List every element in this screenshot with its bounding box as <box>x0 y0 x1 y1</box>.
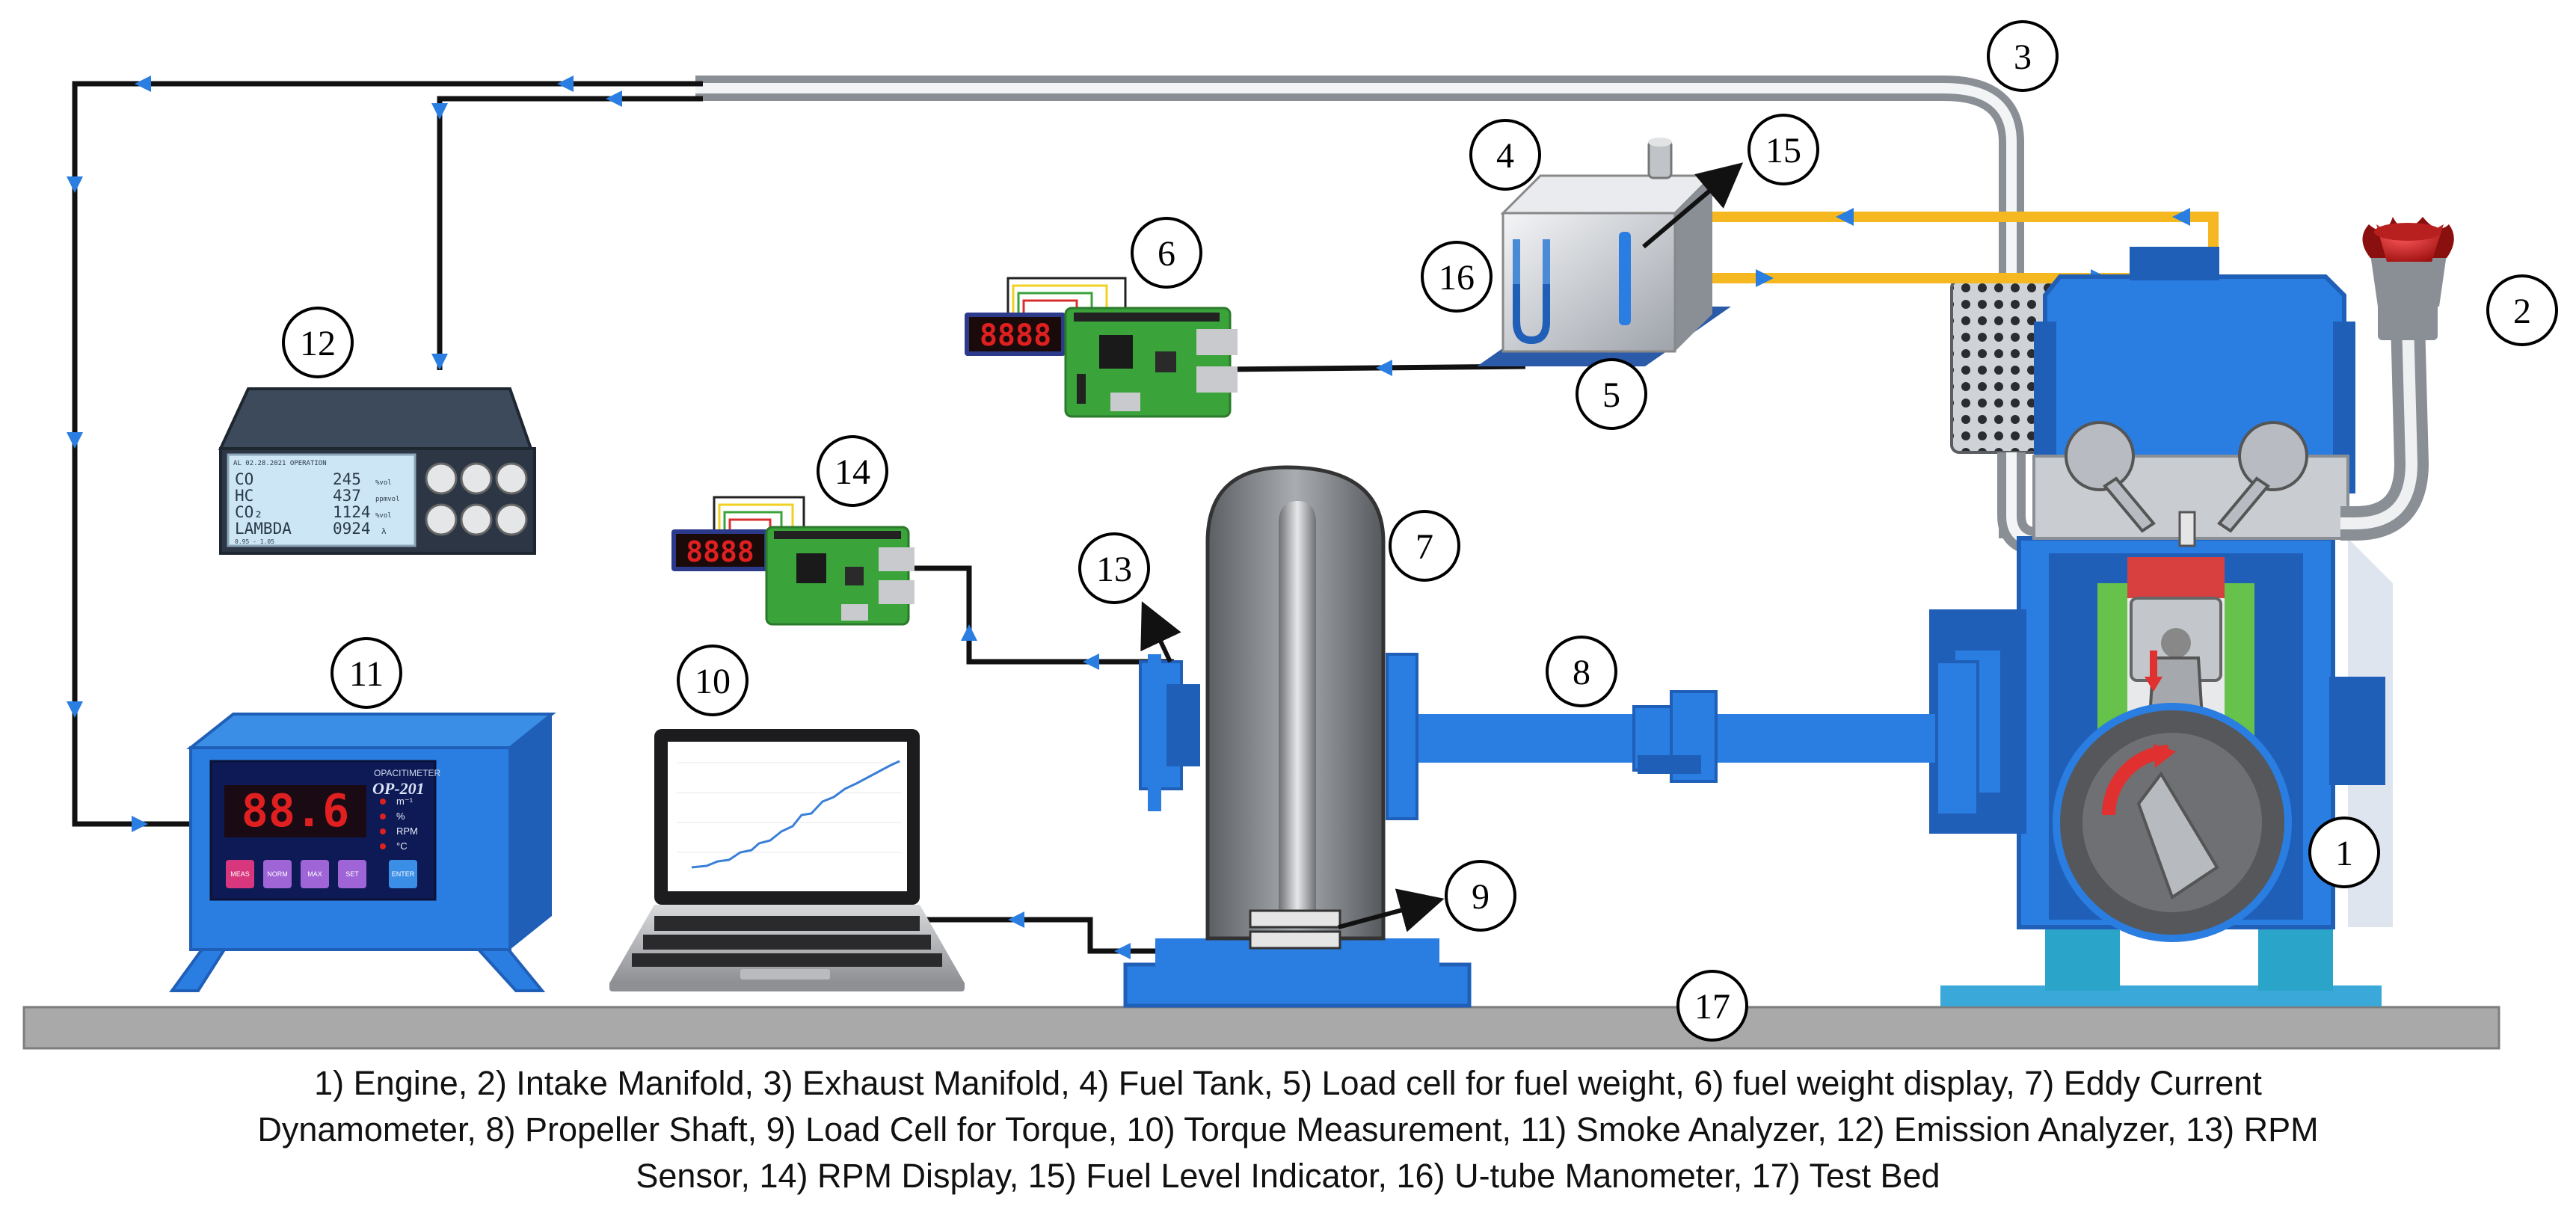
callout-number: 4 <box>1496 136 1514 176</box>
callout-number: 16 <box>1439 258 1475 298</box>
callout: 5 <box>1576 358 1647 430</box>
unit-label: RPM <box>396 825 418 837</box>
callout-number: 2 <box>2513 292 2531 331</box>
caption-line: Sensor, 14) RPM Display, 15) Fuel Level … <box>636 1157 1940 1195</box>
smoke-analyzer-reading: 88.6 <box>242 785 350 837</box>
emission-row-value: 437 <box>333 487 361 505</box>
callout: 11 <box>331 637 402 709</box>
callout: 3 <box>1987 20 2059 92</box>
button-label: MAX <box>307 870 322 878</box>
callout-number: 9 <box>1472 877 1490 917</box>
callout: 13 <box>1078 532 1150 604</box>
callout-number: 11 <box>349 654 384 694</box>
test-rig-diagram: AL 02.28.2021 OPERATION CO 245 %vol HC 4… <box>22 20 2558 1050</box>
emission-knobs <box>425 462 528 536</box>
callout: 1 <box>2308 816 2380 888</box>
unit-label: % <box>396 811 405 822</box>
button-label: NORM <box>267 870 288 878</box>
smoke-analyzer-brand: OPACITIMETER <box>374 768 440 778</box>
callout: 17 <box>1676 970 1748 1042</box>
unit-label: m⁻¹ <box>396 796 414 807</box>
smoke-analyzer: OPACITIMETER OP-201 88.6 m⁻¹ % RPM °C ME… <box>169 713 556 992</box>
callout-number: 7 <box>1415 527 1433 567</box>
emission-row-value: 1124 <box>333 503 371 521</box>
emission-row-unit: λ <box>381 526 387 536</box>
callout-number: 15 <box>1765 131 1801 170</box>
smoke-analyzer-model: OP-201 <box>372 779 425 798</box>
intake-manifold <box>2340 217 2454 541</box>
emission-row-value: 0924 <box>333 520 371 538</box>
callout-number: 3 <box>2014 37 2032 77</box>
emission-row-label: CO₂ <box>235 503 263 521</box>
emission-row-unit: ppmvol <box>375 496 400 503</box>
callout-number: 14 <box>834 452 870 492</box>
flow-arrows <box>67 76 1392 959</box>
button-label: SET <box>345 870 359 878</box>
callout-number: 6 <box>1158 234 1175 274</box>
seven-segment-value: 8888 <box>980 319 1051 353</box>
emission-rows: CO 245 %vol HC 437 ppmvol CO₂ 1124 %vol … <box>235 470 400 538</box>
callout: 12 <box>282 307 354 378</box>
callout-number: 10 <box>695 662 731 701</box>
callout-number: 8 <box>1573 653 1590 692</box>
caption-line: 1) Engine, 2) Intake Manifold, 3) Exhaus… <box>314 1064 2262 1102</box>
emission-screen-footer: 0.95 - 1.05 <box>235 538 274 545</box>
emission-row-label: HC <box>235 487 253 505</box>
fuel-tank <box>1477 138 1731 366</box>
button-label: MEAS <box>230 870 250 878</box>
torque-plot-line <box>691 760 900 869</box>
callout: 14 <box>817 435 888 507</box>
callouts: 1 2 3 4 5 6 7 8 9 10 11 12 13 14 15 16 1… <box>282 20 2558 1042</box>
callout: 15 <box>1747 114 1819 185</box>
unit-label: °C <box>396 840 408 852</box>
emission-screen-header: AL 02.28.2021 OPERATION <box>233 460 327 467</box>
emission-analyzer: AL 02.28.2021 OPERATION CO 245 %vol HC 4… <box>218 387 536 555</box>
callout: 2 <box>2486 274 2558 346</box>
seven-segment-value: 8888 <box>686 535 754 568</box>
leader-arrows <box>1140 162 1744 932</box>
callout: 7 <box>1389 510 1460 582</box>
figure-caption: 1) Engine, 2) Intake Manifold, 3) Exhaus… <box>0 1060 2576 1199</box>
emission-row-unit: %vol <box>375 479 392 487</box>
callout: 16 <box>1421 241 1493 313</box>
rpm-display: 8888 <box>671 496 914 626</box>
emission-row-label: LAMBDA <box>235 520 292 538</box>
callout: 10 <box>677 645 748 716</box>
callout-number: 13 <box>1096 550 1132 589</box>
eddy-current-dynamometer <box>1123 465 1472 1008</box>
callout-number: 1 <box>2335 834 2353 873</box>
propeller-shaft <box>1406 660 1979 816</box>
callout-number: 17 <box>1694 987 1730 1027</box>
smoke-analyzer-buttons: MEAS NORM MAX SET ENTER <box>226 860 417 888</box>
callout: 4 <box>1469 119 1541 191</box>
emission-row-label: CO <box>235 470 253 488</box>
test-bed <box>22 1006 2500 1050</box>
smoke-analyzer-units: m⁻¹ % RPM °C <box>380 796 418 852</box>
laptop <box>609 729 965 991</box>
button-label: ENTER <box>392 870 415 878</box>
caption-line: Dynamometer, 8) Propeller Shaft, 9) Load… <box>257 1110 2319 1148</box>
fuel-weight-display: 8888 <box>965 277 1238 418</box>
emission-row-value: 245 <box>333 470 361 488</box>
callout-number: 5 <box>1602 375 1620 415</box>
exhaust-manifold <box>695 76 2086 556</box>
emission-row-unit: %vol <box>375 512 392 520</box>
callout-number: 12 <box>300 324 336 363</box>
callout: 9 <box>1445 860 1516 932</box>
callout: 6 <box>1131 217 1202 289</box>
callout: 8 <box>1546 636 1617 707</box>
